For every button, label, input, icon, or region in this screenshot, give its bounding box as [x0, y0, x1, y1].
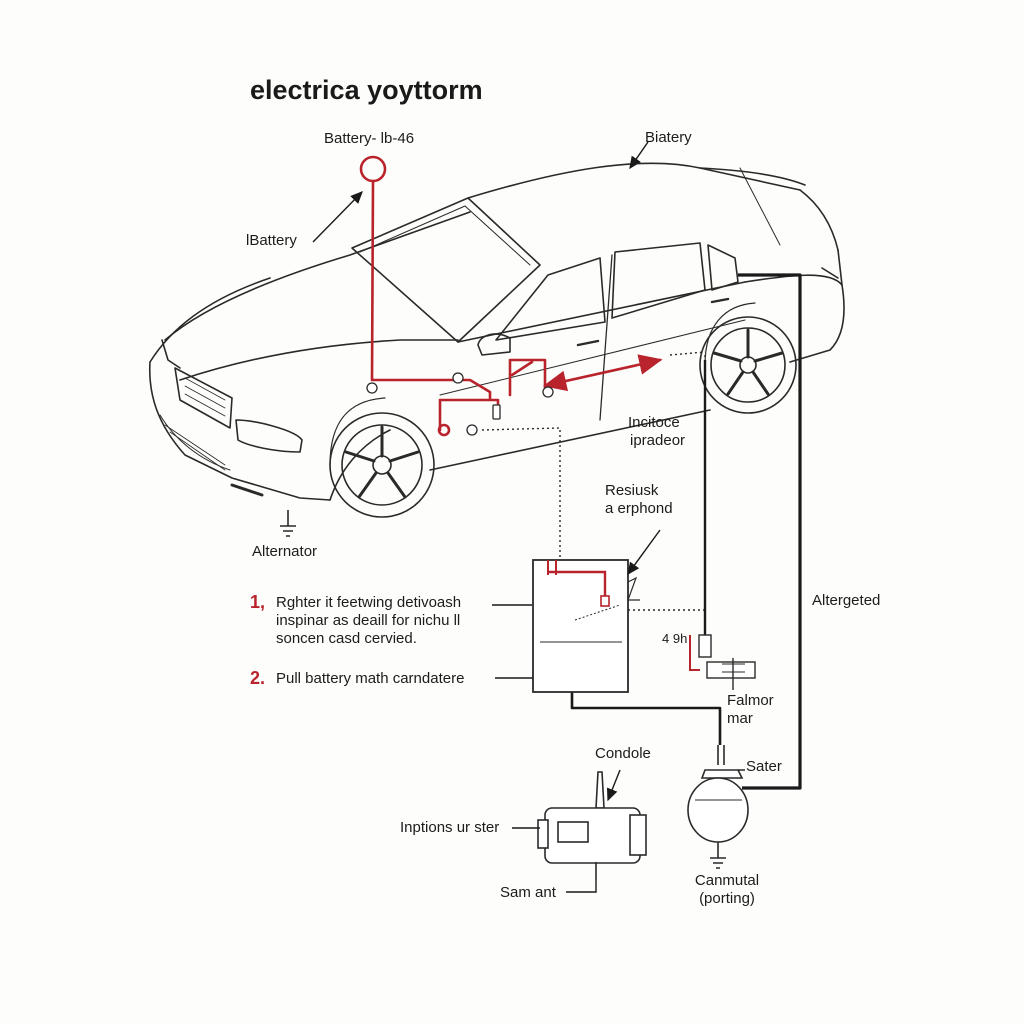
wire-nodes [366, 372, 554, 436]
step-2: 2. Pull battery math carndatere [250, 669, 465, 688]
diagram-title: electrica yoyttorm [250, 75, 483, 105]
fuse-bulb-icon [687, 745, 749, 852]
label-resiusk: Resiusk a erphond [605, 482, 673, 518]
label-inptions: Inptions ur ster [400, 819, 500, 836]
label-resiusk-line1: Resiusk [605, 482, 659, 499]
step-1-number: 1, [250, 592, 266, 612]
red-wiring [359, 155, 663, 437]
label-battery-top-right: Biatery [645, 129, 692, 146]
label-sam-ant: Sam ant [500, 884, 556, 901]
label-battery-top-left: Battery- lb-46 [324, 130, 415, 147]
label-canmutal: Canmutal (porting) [683, 872, 771, 908]
label-incitoce-line1: Incitoce [628, 414, 680, 431]
battery-unit [532, 559, 640, 693]
label-battery-left: lBattery [246, 232, 297, 249]
step-2-number: 2. [250, 668, 266, 688]
step-1: 1, Rghter it feetwing detivoash inspinar… [250, 593, 462, 648]
label-incitoce: Incitoce ipradeor [628, 414, 685, 450]
step-1-line-1: Rghter it feetwing detivoash [276, 594, 462, 611]
leader-lines [312, 141, 745, 893]
label-sater: Sater [746, 758, 782, 775]
step-1-line-2: inspinar as deaill for nichu ll [276, 612, 461, 629]
ground-icon [280, 510, 726, 869]
step-1-line-3: soncen casd cervied. [276, 630, 417, 647]
label-canmutal-line2: (porting) [699, 890, 755, 907]
label-condole: Condole [595, 745, 651, 762]
label-altergeted: Altergeted [812, 592, 881, 609]
label-sensor-reading: 4 9h [662, 631, 688, 646]
label-falmor: Falmor mar [727, 692, 774, 728]
sensor-connector [689, 634, 756, 690]
black-wiring [570, 273, 802, 790]
label-falmor-line2: mar [727, 710, 753, 727]
label-incitoce-line2: ipradeor [630, 432, 686, 449]
label-canmutal-line1: Canmutal [694, 872, 760, 889]
label-resiusk-line2: a erphond [605, 500, 673, 517]
label-alternator: Alternator [252, 543, 318, 560]
label-falmor-line1: Falmor [727, 692, 774, 709]
starter-motor-icon [537, 771, 647, 880]
car-body [148, 162, 845, 518]
step-2-line-1: Pull battery math carndatere [276, 670, 465, 687]
